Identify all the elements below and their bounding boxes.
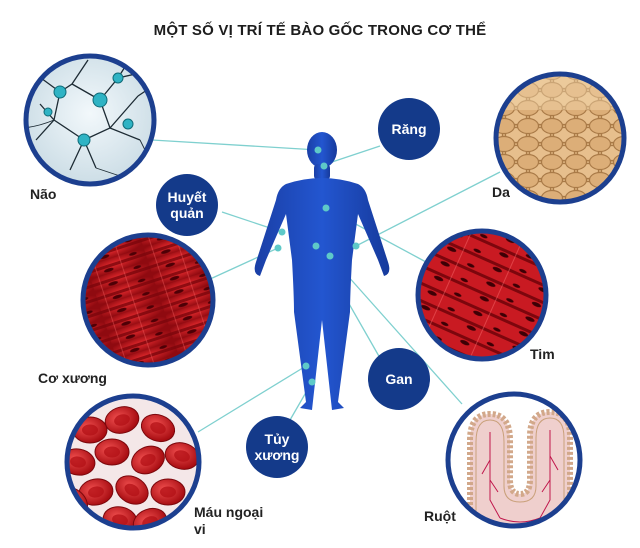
dot-heart <box>322 204 330 212</box>
badge-teeth: Răng <box>378 98 440 160</box>
badge-vessels: Huyết quản <box>156 174 218 236</box>
dot-intestine <box>326 252 334 260</box>
skin-tissue-image <box>493 71 627 205</box>
connector-skin <box>355 171 501 247</box>
dot-skin <box>352 242 360 250</box>
label-skin: Da <box>492 184 510 200</box>
label-skeletal-muscle: Cơ xương <box>38 370 107 386</box>
dot-skeletal-muscle <box>274 244 282 252</box>
dot-vessels <box>278 228 286 236</box>
page-title: MỘT SỐ VỊ TRÍ TẾ BÀO GỐC TRONG CƠ THỂ <box>153 22 487 39</box>
label-blood: Máu ngoại vi <box>194 504 264 537</box>
dot-marrow <box>308 378 316 386</box>
intestine-villi-image <box>445 391 583 529</box>
connector-intestine <box>329 255 463 405</box>
badge-liver: Gan <box>368 348 430 410</box>
badge-marrow: Tủy xương <box>246 416 308 478</box>
label-brain: Não <box>30 186 57 202</box>
label-heart: Tim <box>530 346 555 362</box>
connector-blood <box>197 365 307 433</box>
dot-blood <box>302 362 310 370</box>
brain-neurons-image <box>23 53 157 187</box>
dot-brain <box>314 146 322 154</box>
connector-brain <box>151 139 319 151</box>
label-intestine: Ruột <box>424 508 456 524</box>
connector-teeth <box>325 145 381 165</box>
blood-cells-image <box>64 393 202 531</box>
dot-liver <box>312 242 320 250</box>
heart-muscle-image <box>415 228 549 362</box>
dot-teeth <box>320 162 328 170</box>
body-location-dots <box>274 146 360 386</box>
skeletal-muscle-image <box>80 232 216 368</box>
